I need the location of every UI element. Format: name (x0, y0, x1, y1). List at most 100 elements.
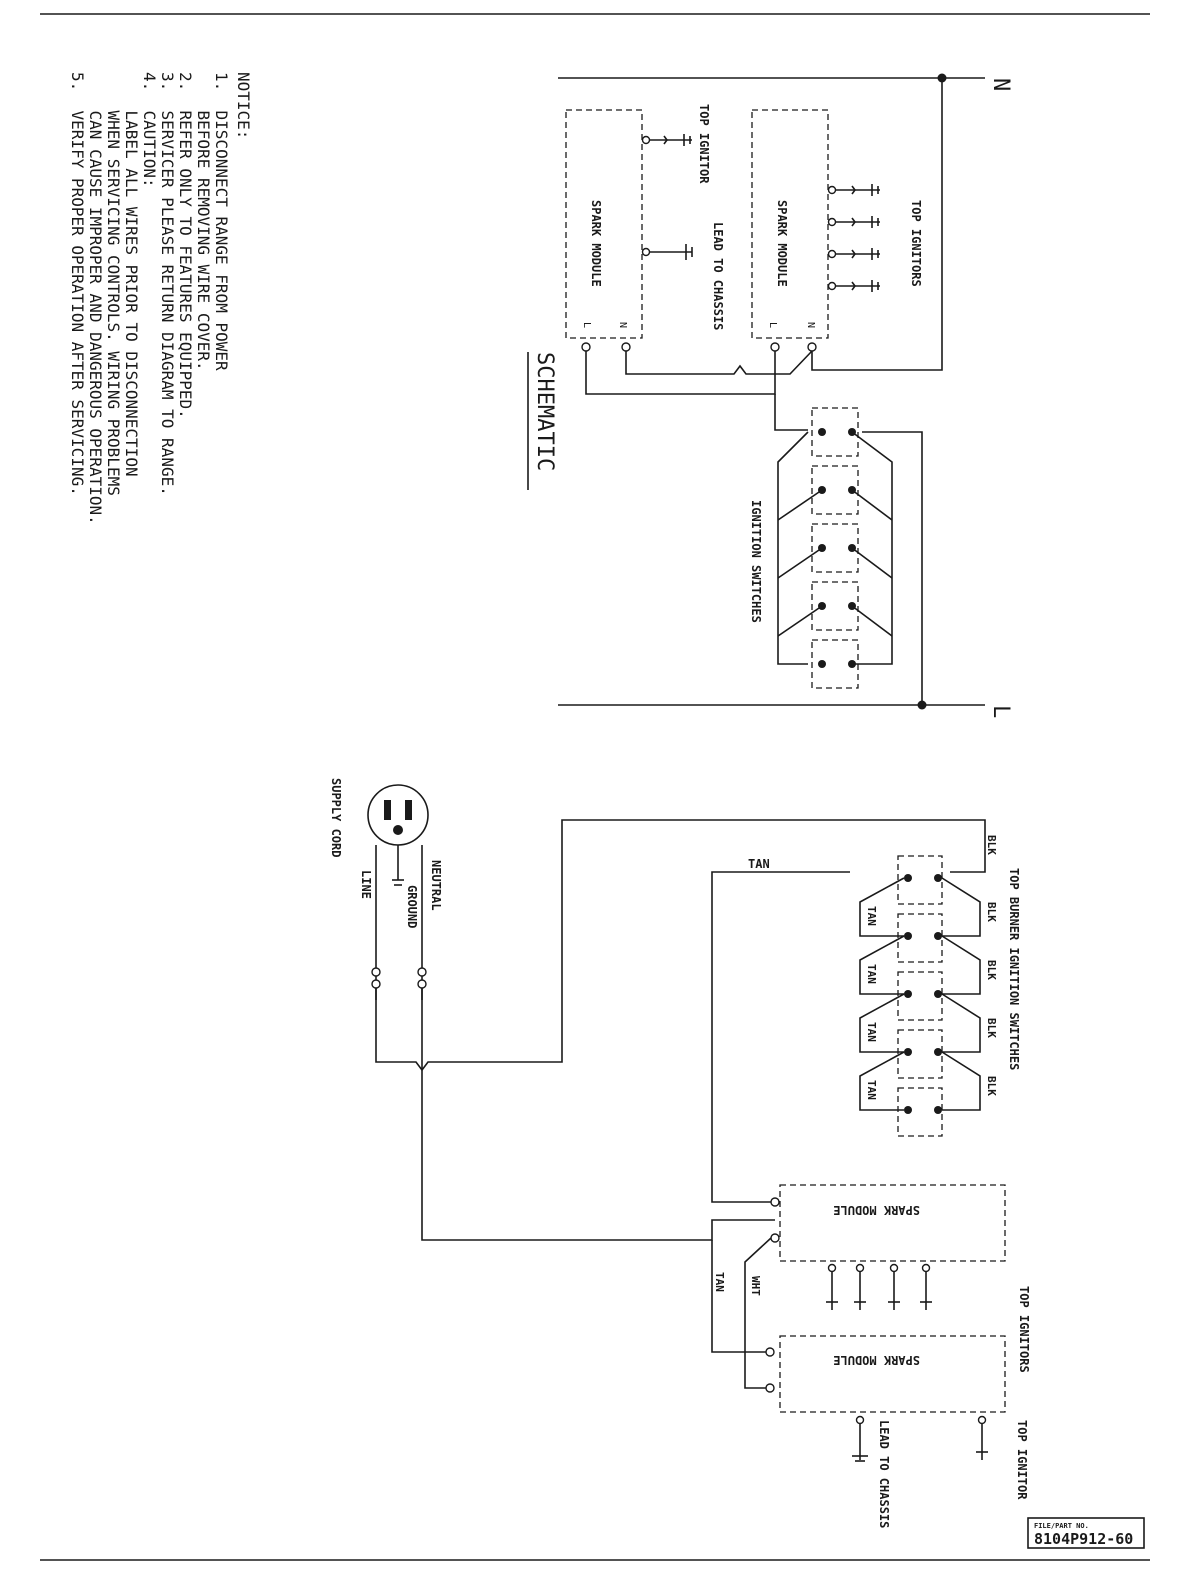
module-a-terminal-l (770, 342, 780, 352)
tan-jumper (859, 993, 905, 1053)
tan-jumper (859, 877, 905, 937)
wiring-spark-module-b (779, 1335, 1006, 1413)
spark-gap-icon (851, 185, 856, 195)
schematic-top-ignitor-label: TOP IGNITOR (697, 104, 711, 184)
neutral-terminal (417, 967, 427, 977)
switch-contact (934, 932, 942, 940)
ignition-switch-box (897, 913, 943, 963)
switch-link (777, 489, 823, 521)
blk-label: BLK (985, 960, 998, 980)
plug-ground-pin (393, 825, 403, 835)
module-b-chassis-terminal (641, 247, 651, 257)
top-ignitor-terminal (827, 1263, 837, 1273)
ignition-switch-box (897, 1029, 943, 1079)
supply-cord-label: SUPPLY CORD (329, 778, 343, 857)
line-blk-wire (375, 819, 986, 1072)
notice-line-4: 3. SERVICER PLEASE RETURN DIAGRAM TO RAN… (158, 72, 177, 496)
top-ignitor-terminal (827, 185, 837, 195)
switch-to-l-bus (862, 431, 923, 705)
tan-label: TAN (865, 1080, 878, 1100)
blk-jumper (941, 877, 981, 937)
part-number-caption: FILE/PART NO. (1034, 1522, 1089, 1530)
schematic-n-label: N (988, 78, 1013, 91)
tan-jumper (859, 1051, 905, 1111)
notice-line-1: 1. DISCONNECT RANGE FROM POWER (212, 72, 231, 371)
notice-line-8: CAN CAUSE IMPROPER AND DANGEROUS OPERATI… (86, 72, 105, 525)
spark-gap-icon (851, 249, 856, 259)
wiring-lead-to-chassis-label: LEAD TO CHASSIS (877, 1420, 891, 1528)
switch-link (851, 489, 893, 521)
notice-line-9: 5. VERIFY PROPER OPERATION AFTER SERVICI… (68, 72, 87, 496)
notice-line-5: 4. CAUTION: (140, 72, 159, 188)
wiring-spark-module-b-label: SPARK MODULE (833, 1353, 920, 1367)
part-number-frame (1027, 1517, 1145, 1549)
module-a-terminal-n (807, 342, 817, 352)
top-ignitor-terminal (827, 281, 837, 291)
module-d-terminal-n (765, 1383, 775, 1393)
wiring-top-ignitors (826, 1263, 932, 1310)
switch-contact (818, 428, 826, 436)
schematic-l-label: L (988, 705, 1013, 718)
module-l-to-switches (774, 394, 808, 431)
wiring-spark-module-a (779, 1184, 1006, 1262)
tan-label-top: TAN (748, 857, 770, 871)
wiring-spark-module-a-label: SPARK MODULE (833, 1203, 920, 1217)
ignition-switch-box (811, 407, 859, 457)
switch-link (777, 547, 823, 579)
module-d-top-ignitor-terminal (977, 1415, 987, 1425)
spark-gap-icon (851, 281, 856, 291)
switch-contact (904, 1048, 912, 1056)
tan-jumper (859, 935, 905, 995)
top-ignitor-terminal (921, 1263, 931, 1273)
part-number-box: FILE/PART NO. 8104P912-60 (1027, 1517, 1145, 1549)
switch-link (777, 605, 823, 637)
part-number-value: 8104P912-60 (1034, 1530, 1133, 1548)
module-b-terminal-n (621, 342, 631, 352)
line-terminal (371, 979, 381, 989)
top-burner-ignition-switches: BLK BLK BLK BLK BLK TAN TAN TAN TAN (859, 835, 998, 1137)
schematic-ignition-switches-label: IGNITION SWITCHES (749, 500, 763, 623)
ignition-switch-box (897, 1087, 943, 1137)
switch-contact (934, 874, 942, 882)
blk-label: BLK (985, 1076, 998, 1096)
switch-link (851, 605, 893, 637)
spark-gap-icon (851, 217, 856, 227)
schematic-ignition-switches (777, 407, 923, 705)
notice-block: NOTICE: 1. DISCONNECT RANGE FROM POWER B… (68, 72, 253, 525)
schematic-spark-module-b (565, 109, 643, 339)
switch-left-rail (777, 431, 809, 665)
top-ignitor-terminal (827, 249, 837, 259)
blk-jumper (941, 993, 981, 1053)
switch-contact (934, 1048, 942, 1056)
top-ignitor-terminal (889, 1263, 899, 1273)
module-a-pin-l: L (767, 322, 778, 328)
switch-contact (904, 932, 912, 940)
tan-wire (711, 871, 850, 1203)
module-c-terminal-l (770, 1197, 780, 1207)
schematic-spark-module-a (751, 109, 829, 339)
module-b-pin-n: N (617, 322, 628, 328)
schematic-spark-module-a-label: SPARK MODULE (775, 200, 789, 287)
schematic-spark-module-b-label: SPARK MODULE (589, 200, 603, 287)
module-d-chassis-terminal (855, 1415, 865, 1425)
switches-title: TOP BURNER IGNITION SWITCHES (1007, 868, 1021, 1070)
ignition-switch-box (811, 465, 859, 515)
module-b-terminal-l (581, 342, 591, 352)
wht-module-wire (744, 1237, 772, 1389)
switch-contact (818, 660, 826, 668)
switch-contact (904, 990, 912, 998)
neutral-terminal (417, 979, 427, 989)
switch-link (851, 547, 893, 579)
schematic-title: SCHEMATIC (532, 352, 557, 471)
wiring-top-ignitor-label: TOP IGNITOR (1015, 1420, 1029, 1500)
blk-jumper (941, 935, 981, 995)
top-ignitor-terminal (827, 217, 837, 227)
notice-title: NOTICE: (234, 72, 253, 139)
module-l-wire (585, 351, 776, 395)
line-label: LINE (359, 870, 373, 899)
schematic-top-ignitors (827, 184, 880, 292)
ignition-switch-box (897, 971, 943, 1021)
wiring-diagram: SUPPLY CORD LINE GROUND NEUTRAL TAN TOP … (329, 778, 1031, 1528)
